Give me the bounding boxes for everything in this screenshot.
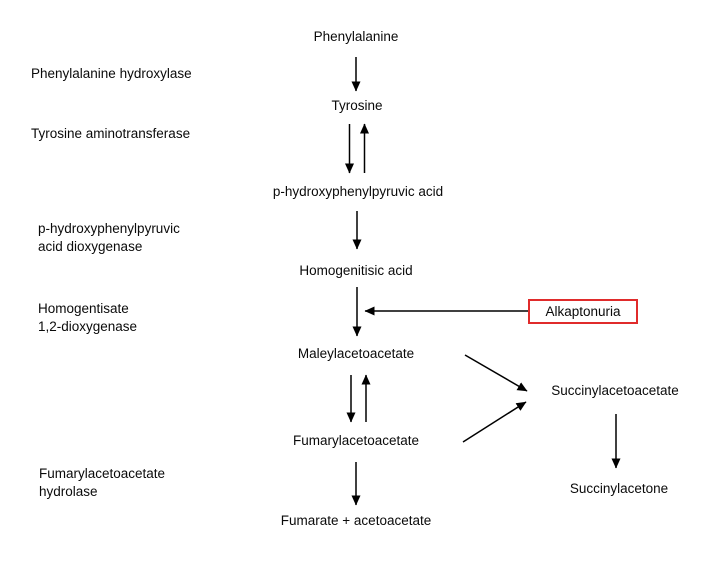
enzyme-phenylalanine-hydroxylase: Phenylalanine hydroxylase	[31, 66, 192, 81]
enzyme-fumarylacetoacetate-hydrolase: Fumarylacetoacetate hydrolase	[39, 466, 166, 499]
arrow-maleyl-to-succinylacetoacetate	[464, 354, 528, 392]
alkaptonuria-label: Alkaptonuria	[545, 304, 621, 319]
node-maleylacetoacetate: Maleylacetoacetate	[297, 346, 415, 361]
node-homogenitisic-acid: Homogenitisic acid	[299, 263, 413, 278]
alkaptonuria-box: Alkaptonuria	[528, 299, 638, 324]
node-fumarate-plus-acetoacetate: Fumarate + acetoacetate	[280, 513, 432, 528]
enzyme-tyrosine-aminotransferase: Tyrosine aminotransferase	[31, 126, 191, 141]
arrow-fumaryl-to-succinylacetoacetate	[462, 401, 527, 443]
enzyme-p-hydroxyphenylpyruvic-acid-dioxygenase: p-hydroxyphenylpyruvic acid dioxygenase	[38, 221, 180, 254]
node-succinylacetoacetate: Succinylacetoacetate	[551, 383, 679, 398]
node-fumarylacetoacetate: Fumarylacetoacetate	[292, 433, 420, 448]
node-succinylacetone: Succinylacetone	[569, 481, 669, 496]
node-p-hydroxyphenylpyruvic-acid: p-hydroxyphenylpyruvic acid	[272, 184, 444, 199]
node-phenylalanine: Phenylalanine	[313, 29, 399, 44]
node-tyrosine: Tyrosine	[331, 98, 383, 113]
enzyme-homogentisate-1-2-dioxygenase: Homogentisate 1,2-dioxygenase	[38, 301, 138, 334]
